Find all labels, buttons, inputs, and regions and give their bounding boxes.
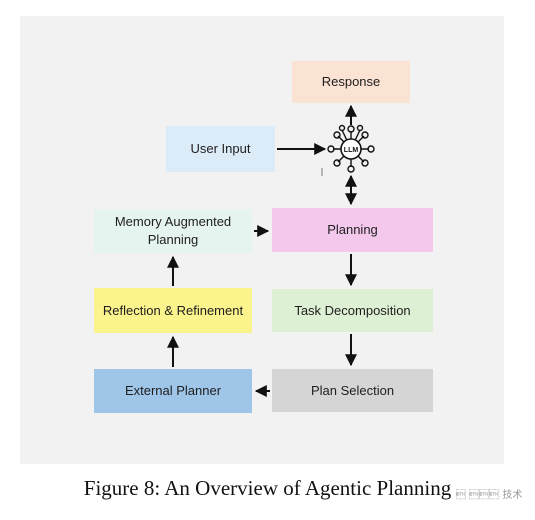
- plan-selection-box: Plan Selection: [272, 369, 433, 412]
- figure-caption: Figure 8: An Overview of Agentic Plannin…: [83, 476, 452, 500]
- llm-network-icon: [327, 124, 375, 173]
- planning-label: Planning: [327, 222, 378, 237]
- plan-selection-label: Plan Selection: [310, 382, 395, 398]
- task-decomposition-box: Task Decomposition: [272, 289, 433, 332]
- response-label: Response: [321, 74, 381, 89]
- user-input-label: User Input: [190, 141, 251, 156]
- response-box: Response: [292, 61, 410, 103]
- user-input-box: User Input: [166, 126, 275, 172]
- external-planner-label: External Planner: [124, 383, 222, 398]
- llm-label: LLM: [344, 147, 359, 154]
- memory-augmented-planning-box: Memory Augmented Planning: [94, 209, 252, 253]
- task-decomposition-label: Task Decomposition: [294, 302, 411, 318]
- memory-augmented-planning-label: Memory Augmented Planning: [114, 214, 232, 247]
- reflection-refinement-label: Reflection & Refinement: [102, 302, 244, 318]
- reflection-refinement-box: Reflection & Refinement: [94, 288, 252, 333]
- watermark:   技术: [456, 490, 523, 501]
- planning-box: Planning: [272, 208, 433, 252]
- external-planner-box: External Planner: [94, 369, 252, 413]
